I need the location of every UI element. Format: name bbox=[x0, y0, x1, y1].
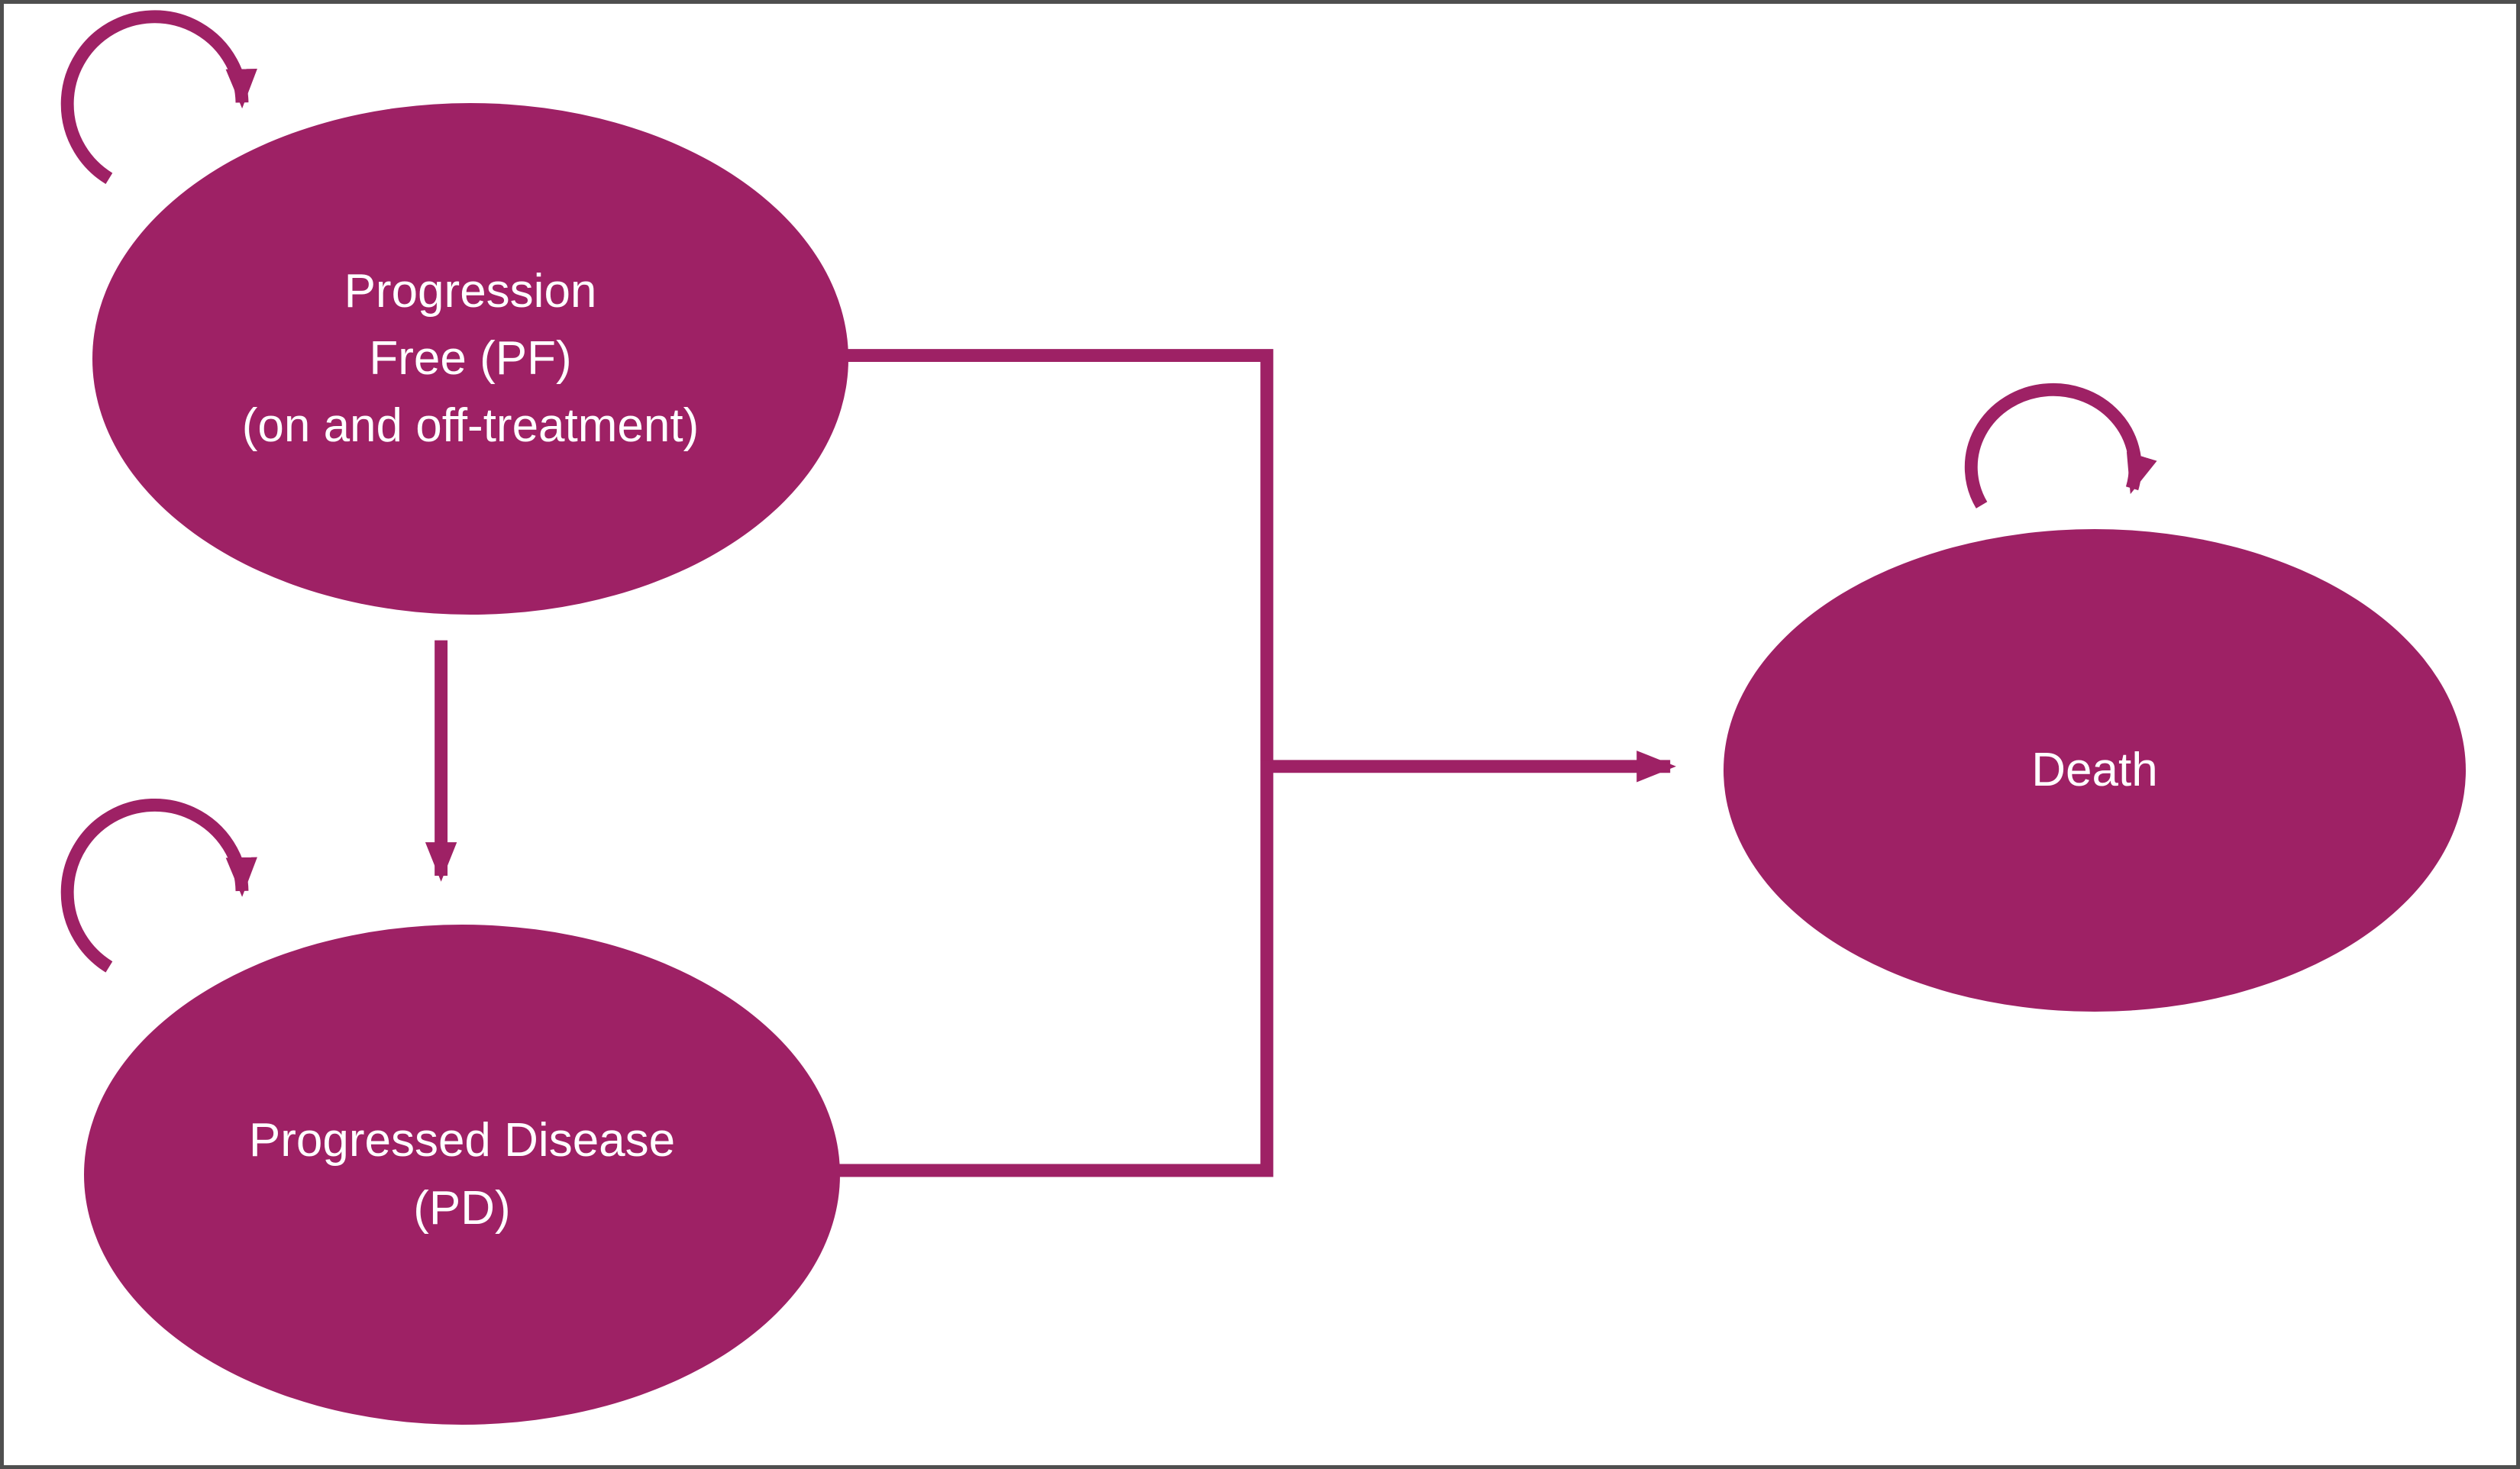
state-label-line: Free (PF) bbox=[369, 331, 572, 385]
state-death: Death bbox=[1724, 529, 2466, 1012]
pf-pd-to-death-connector bbox=[837, 349, 1274, 1177]
transition-arrows-layer bbox=[60, 10, 2157, 1177]
pf-self-loop-arrow bbox=[60, 10, 257, 185]
state-label-line: (on and off-treatment) bbox=[241, 399, 699, 453]
state-label-line: Death bbox=[2031, 743, 2158, 796]
death-self-loop-arrow bbox=[1964, 383, 2157, 508]
state-progression-free: Progression Free (PF) (on and off-treatm… bbox=[92, 103, 848, 615]
pd-self-loop-arrow bbox=[60, 798, 257, 973]
state-label-line: Progression bbox=[344, 264, 597, 318]
state-progressed-disease: Progressed Disease (PD) bbox=[84, 925, 840, 1425]
state-label-line: (PD) bbox=[413, 1181, 511, 1235]
state-label-line: Progressed Disease bbox=[248, 1114, 676, 1167]
